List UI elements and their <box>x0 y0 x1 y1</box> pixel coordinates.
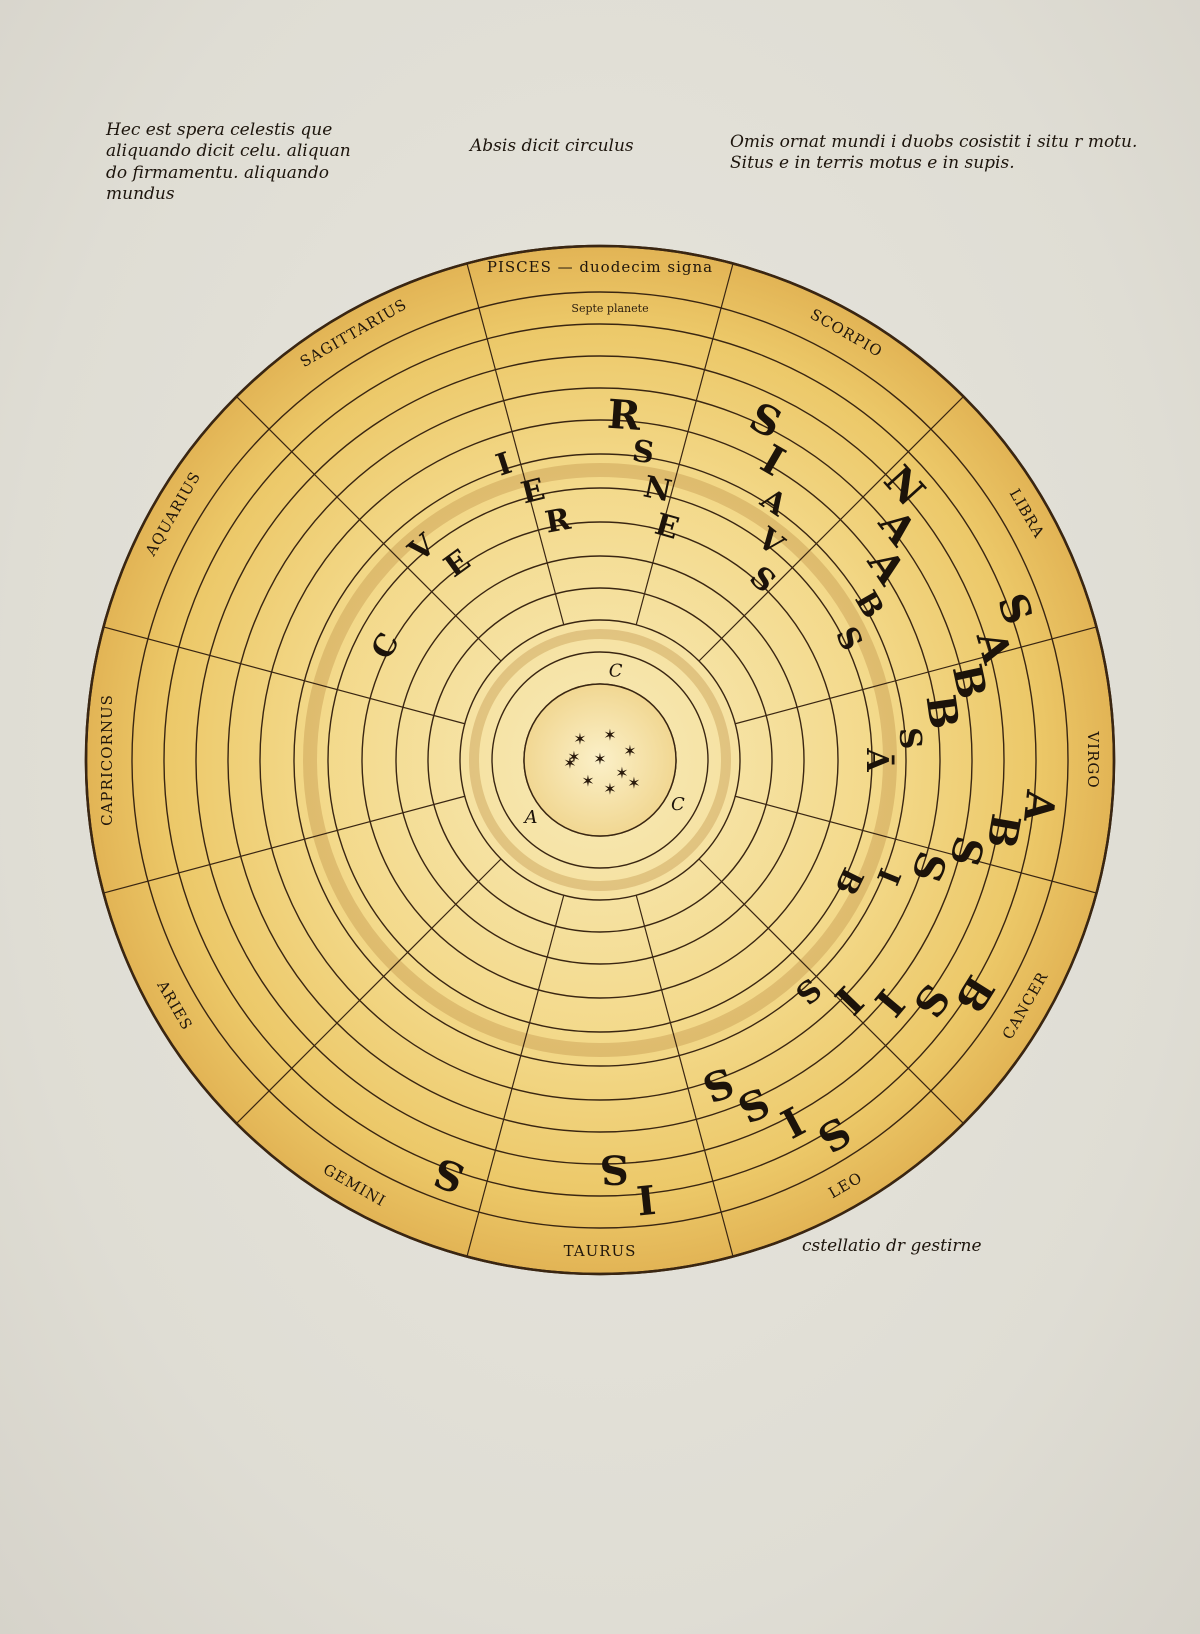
sector-line <box>635 263 734 625</box>
note-absis: Absis dicit circulus <box>470 136 634 156</box>
ring-line <box>259 419 941 1101</box>
ring-line <box>427 587 773 933</box>
star-icon: ✶ <box>581 772 594 791</box>
star-icon: ✶ <box>603 726 616 745</box>
star-icon: ✶ <box>603 780 616 799</box>
ring-letter: R <box>606 391 643 440</box>
sector-line <box>103 626 465 725</box>
orbit-shading-inner <box>469 629 731 891</box>
ring-letter: Ā <box>859 747 895 772</box>
center-letter: A <box>523 807 538 828</box>
ring-line <box>227 387 973 1133</box>
planets-caption: Septe planete <box>571 302 648 315</box>
zodiac-sign-capricornus: CAPRICORNUS <box>98 694 116 826</box>
star-icon: ✶ <box>573 730 586 749</box>
orbit-shading <box>303 463 897 1057</box>
ring-line <box>361 521 839 999</box>
ring-line <box>459 619 741 901</box>
sector-line <box>735 626 1097 725</box>
center-letter: C <box>671 794 685 815</box>
sector-line <box>236 396 502 662</box>
ring-letter: S <box>630 434 656 472</box>
sector-line <box>698 396 964 662</box>
center-stars: CCA✶✶✶✶✶✶✶✶✶✶ <box>523 660 685 827</box>
note-spera-celestis: Hec est spera celestis que aliquando dic… <box>106 120 351 204</box>
core <box>523 683 677 837</box>
sector-line <box>466 263 565 625</box>
star-icon: ✶ <box>627 774 640 793</box>
zodiac-sign-taurus: TAURUS <box>564 1242 637 1260</box>
ring-letter: B <box>917 692 968 732</box>
ring-line <box>131 291 1069 1229</box>
zodiac-sign-virgo: VIRGO <box>1084 730 1102 788</box>
star-icon: ✶ <box>593 750 606 769</box>
ring-line <box>491 651 709 869</box>
ring-line <box>327 487 873 1033</box>
center-letter: C <box>609 660 623 681</box>
ring-letter: S <box>892 726 928 750</box>
note-ornatus-mundi: Omis ornat mundi i duobs cosistit i situ… <box>730 132 1138 174</box>
star-icon: ✶ <box>567 748 580 767</box>
sector-line <box>103 795 465 894</box>
zodiac-sign-pisces: PISCES — duodecim signa <box>487 258 713 276</box>
ring-line <box>163 323 1037 1197</box>
sector-lines <box>103 263 1097 1257</box>
ring-letter: S <box>599 1145 630 1193</box>
sector-line <box>236 858 502 1124</box>
note-constellatio: cstellatio dr gestirne <box>802 1236 982 1256</box>
sector-line <box>735 795 1097 894</box>
sector-line <box>698 858 964 1124</box>
star-icon: ✶ <box>615 764 628 783</box>
ring-line <box>395 555 805 965</box>
sector-line <box>635 895 734 1257</box>
star-icon: ✶ <box>563 754 576 773</box>
ring-line <box>195 355 1005 1165</box>
ring-line <box>84 244 1116 1276</box>
ring-letter: A <box>1014 787 1064 825</box>
star-icon: ✶ <box>623 742 636 761</box>
ring-letter: B <box>977 810 1029 851</box>
ring-letter: I <box>634 1175 658 1224</box>
sector-line <box>466 895 565 1257</box>
ring-line <box>293 453 907 1067</box>
